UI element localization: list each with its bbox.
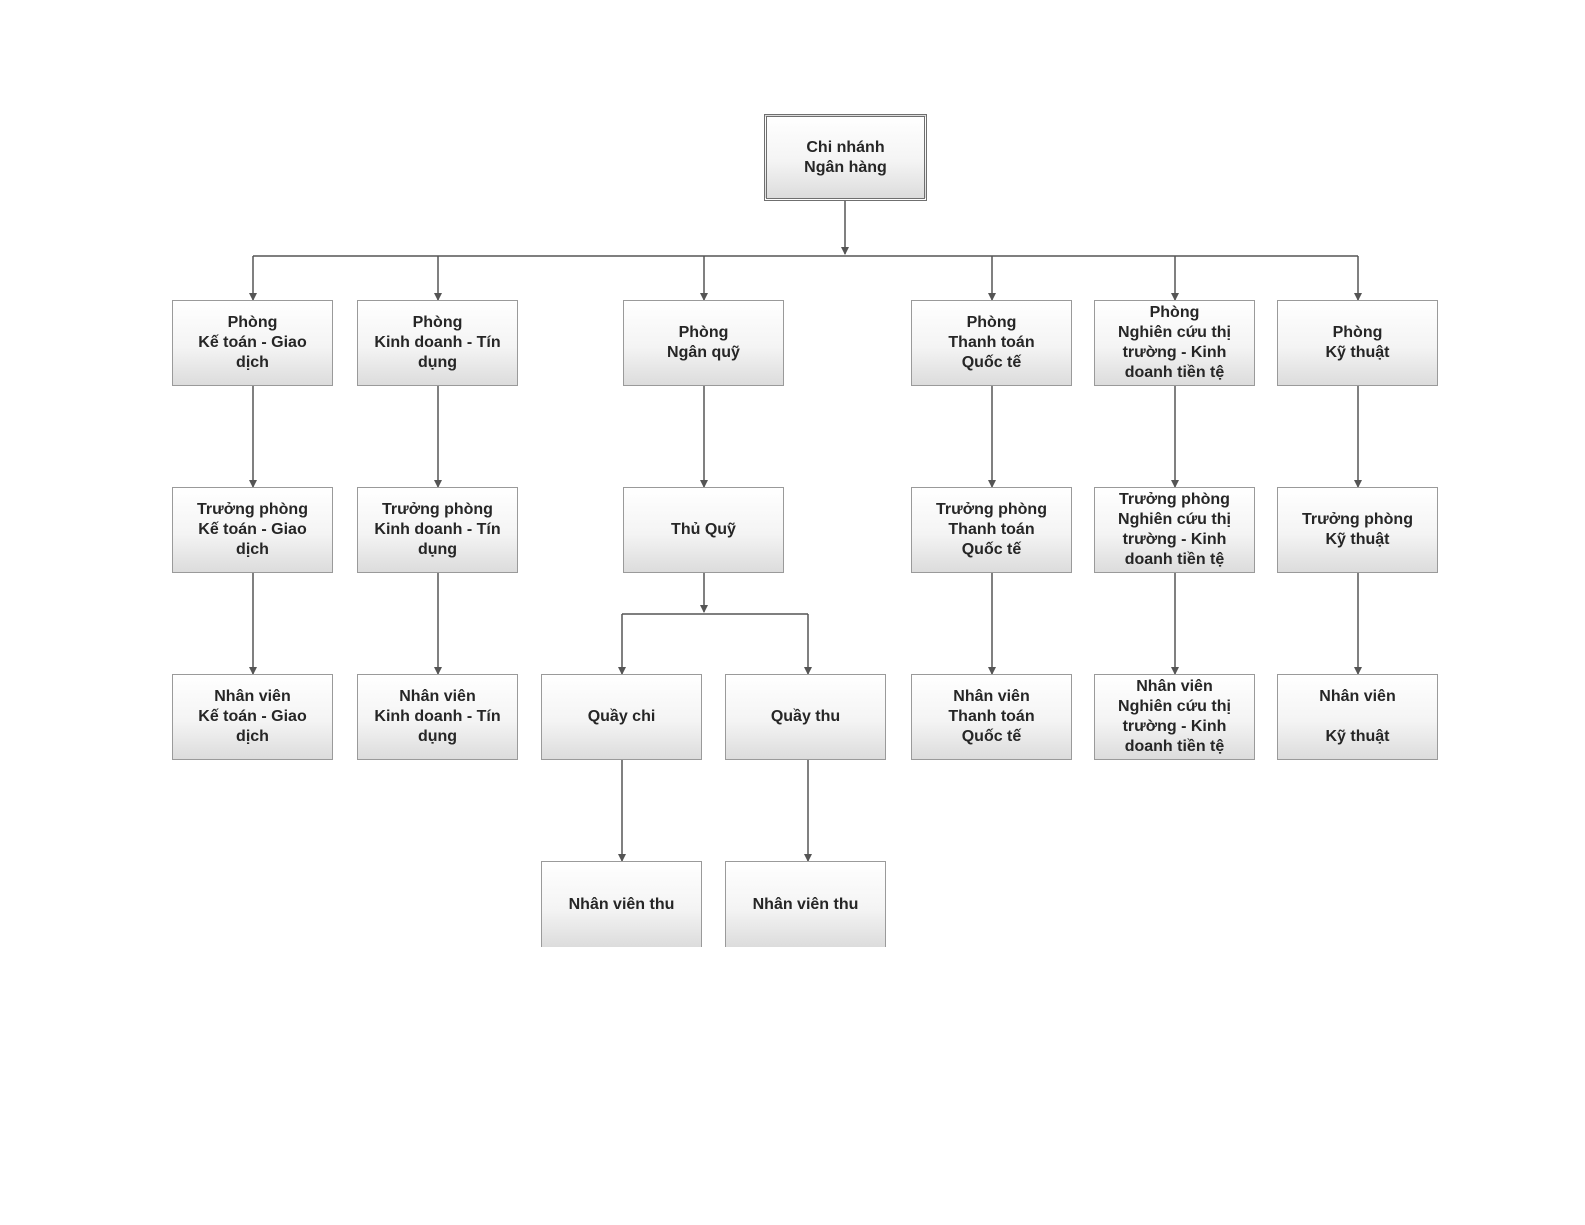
node-counter-payment: Quầy chi — [541, 674, 702, 760]
node-head-treasurer: Thủ Quỹ — [623, 487, 784, 573]
node-dept-market-research: Phòng Nghiên cứu thị trường - Kinh doanh… — [1094, 300, 1255, 386]
node-staff-accounting: Nhân viên Kế toán - Giao dịch — [172, 674, 333, 760]
node-dept-accounting: Phòng Kế toán - Giao dịch — [172, 300, 333, 386]
node-head-technical: Trưởng phòng Kỹ thuật — [1277, 487, 1438, 573]
node-root-branch: Chi nhánh Ngân hàng — [764, 114, 927, 201]
node-head-accounting: Trưởng phòng Kế toán - Giao dịch — [172, 487, 333, 573]
node-counter-receipt-staff: Nhân viên thu — [725, 861, 886, 947]
node-dept-international-payment: Phòng Thanh toán Quốc tế — [911, 300, 1072, 386]
node-dept-business-credit: Phòng Kinh doanh - Tín dụng — [357, 300, 518, 386]
node-staff-technical: Nhân viên Kỹ thuật — [1277, 674, 1438, 760]
node-dept-treasury: Phòng Ngân quỹ — [623, 300, 784, 386]
node-staff-business-credit: Nhân viên Kinh doanh - Tín dụng — [357, 674, 518, 760]
node-staff-international-payment: Nhân viên Thanh toán Quốc tế — [911, 674, 1072, 760]
node-staff-market-research: Nhân viên Nghiên cứu thị trường - Kinh d… — [1094, 674, 1255, 760]
node-head-international-payment: Trưởng phòng Thanh toán Quốc tế — [911, 487, 1072, 573]
node-head-market-research: Trưởng phòng Nghiên cứu thị trường - Kin… — [1094, 487, 1255, 573]
node-head-business-credit: Trưởng phòng Kinh doanh - Tín dụng — [357, 487, 518, 573]
node-counter-receipt: Quầy thu — [725, 674, 886, 760]
node-dept-technical: Phòng Kỹ thuật — [1277, 300, 1438, 386]
node-counter-payment-staff: Nhân viên thu — [541, 861, 702, 947]
